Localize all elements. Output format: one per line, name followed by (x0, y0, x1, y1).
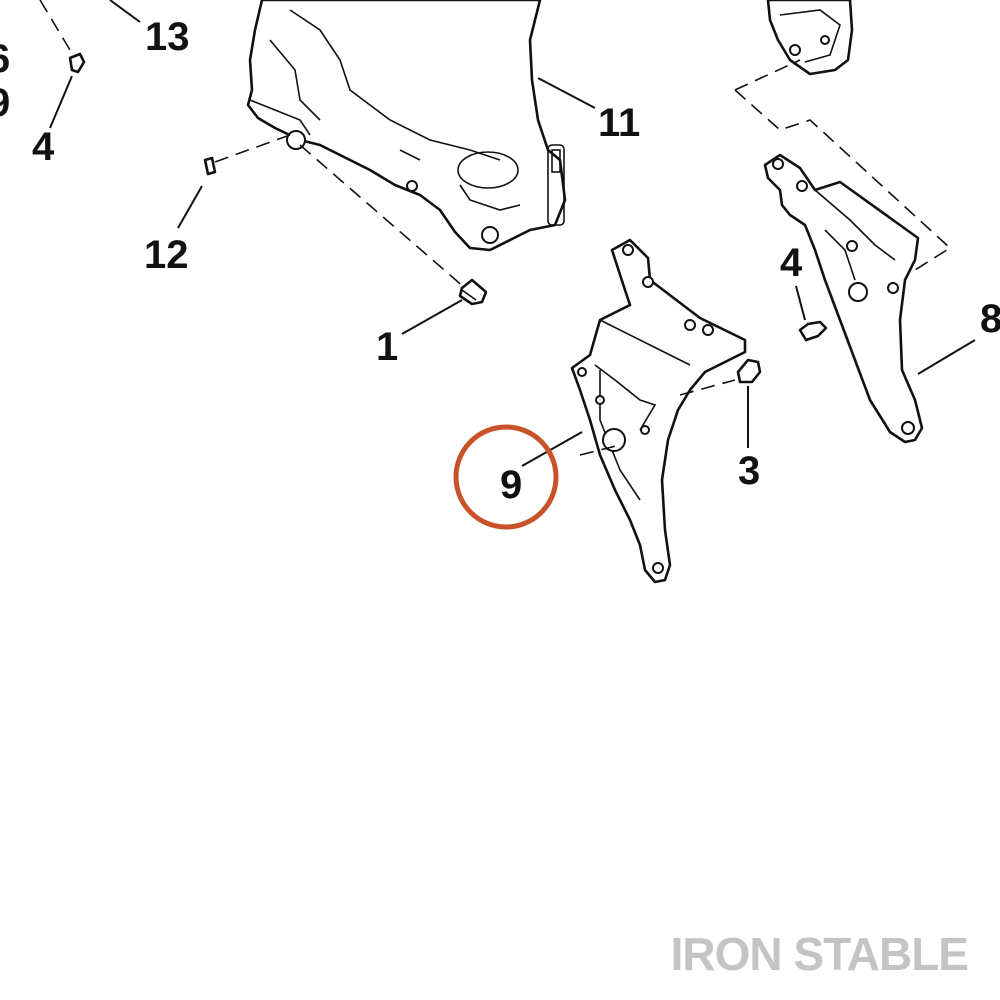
callout-4-left: 4 (32, 125, 55, 169)
callout-8: 8 (980, 297, 1000, 341)
main-bracket-part (570, 238, 747, 584)
bolt-part-4-right (798, 320, 828, 342)
callout-4-right: 4 (780, 241, 803, 285)
upper-right-part (766, 0, 854, 76)
callout-9-left: 9 (0, 81, 10, 125)
leader-lines (49, 0, 976, 467)
callout-9-highlighted: 9 (500, 463, 522, 507)
callout-13: 13 (145, 15, 190, 59)
watermark-logo-text: IRON STABLE (671, 928, 968, 980)
callout-12: 12 (144, 233, 189, 277)
bolt-part-1 (458, 278, 488, 306)
cover-housing-part (246, 0, 567, 252)
screw-part-4-left (68, 52, 86, 74)
callout-11: 11 (598, 101, 640, 145)
assembly-lines (39, 0, 952, 456)
callout-3: 3 (738, 449, 760, 493)
callout-1: 1 (376, 325, 398, 369)
callout-6: 6 (0, 37, 10, 81)
bolt-part-3 (736, 358, 762, 384)
pin-part-12 (203, 156, 217, 176)
right-bracket-part (763, 153, 924, 444)
highlight-circle (453, 424, 559, 530)
